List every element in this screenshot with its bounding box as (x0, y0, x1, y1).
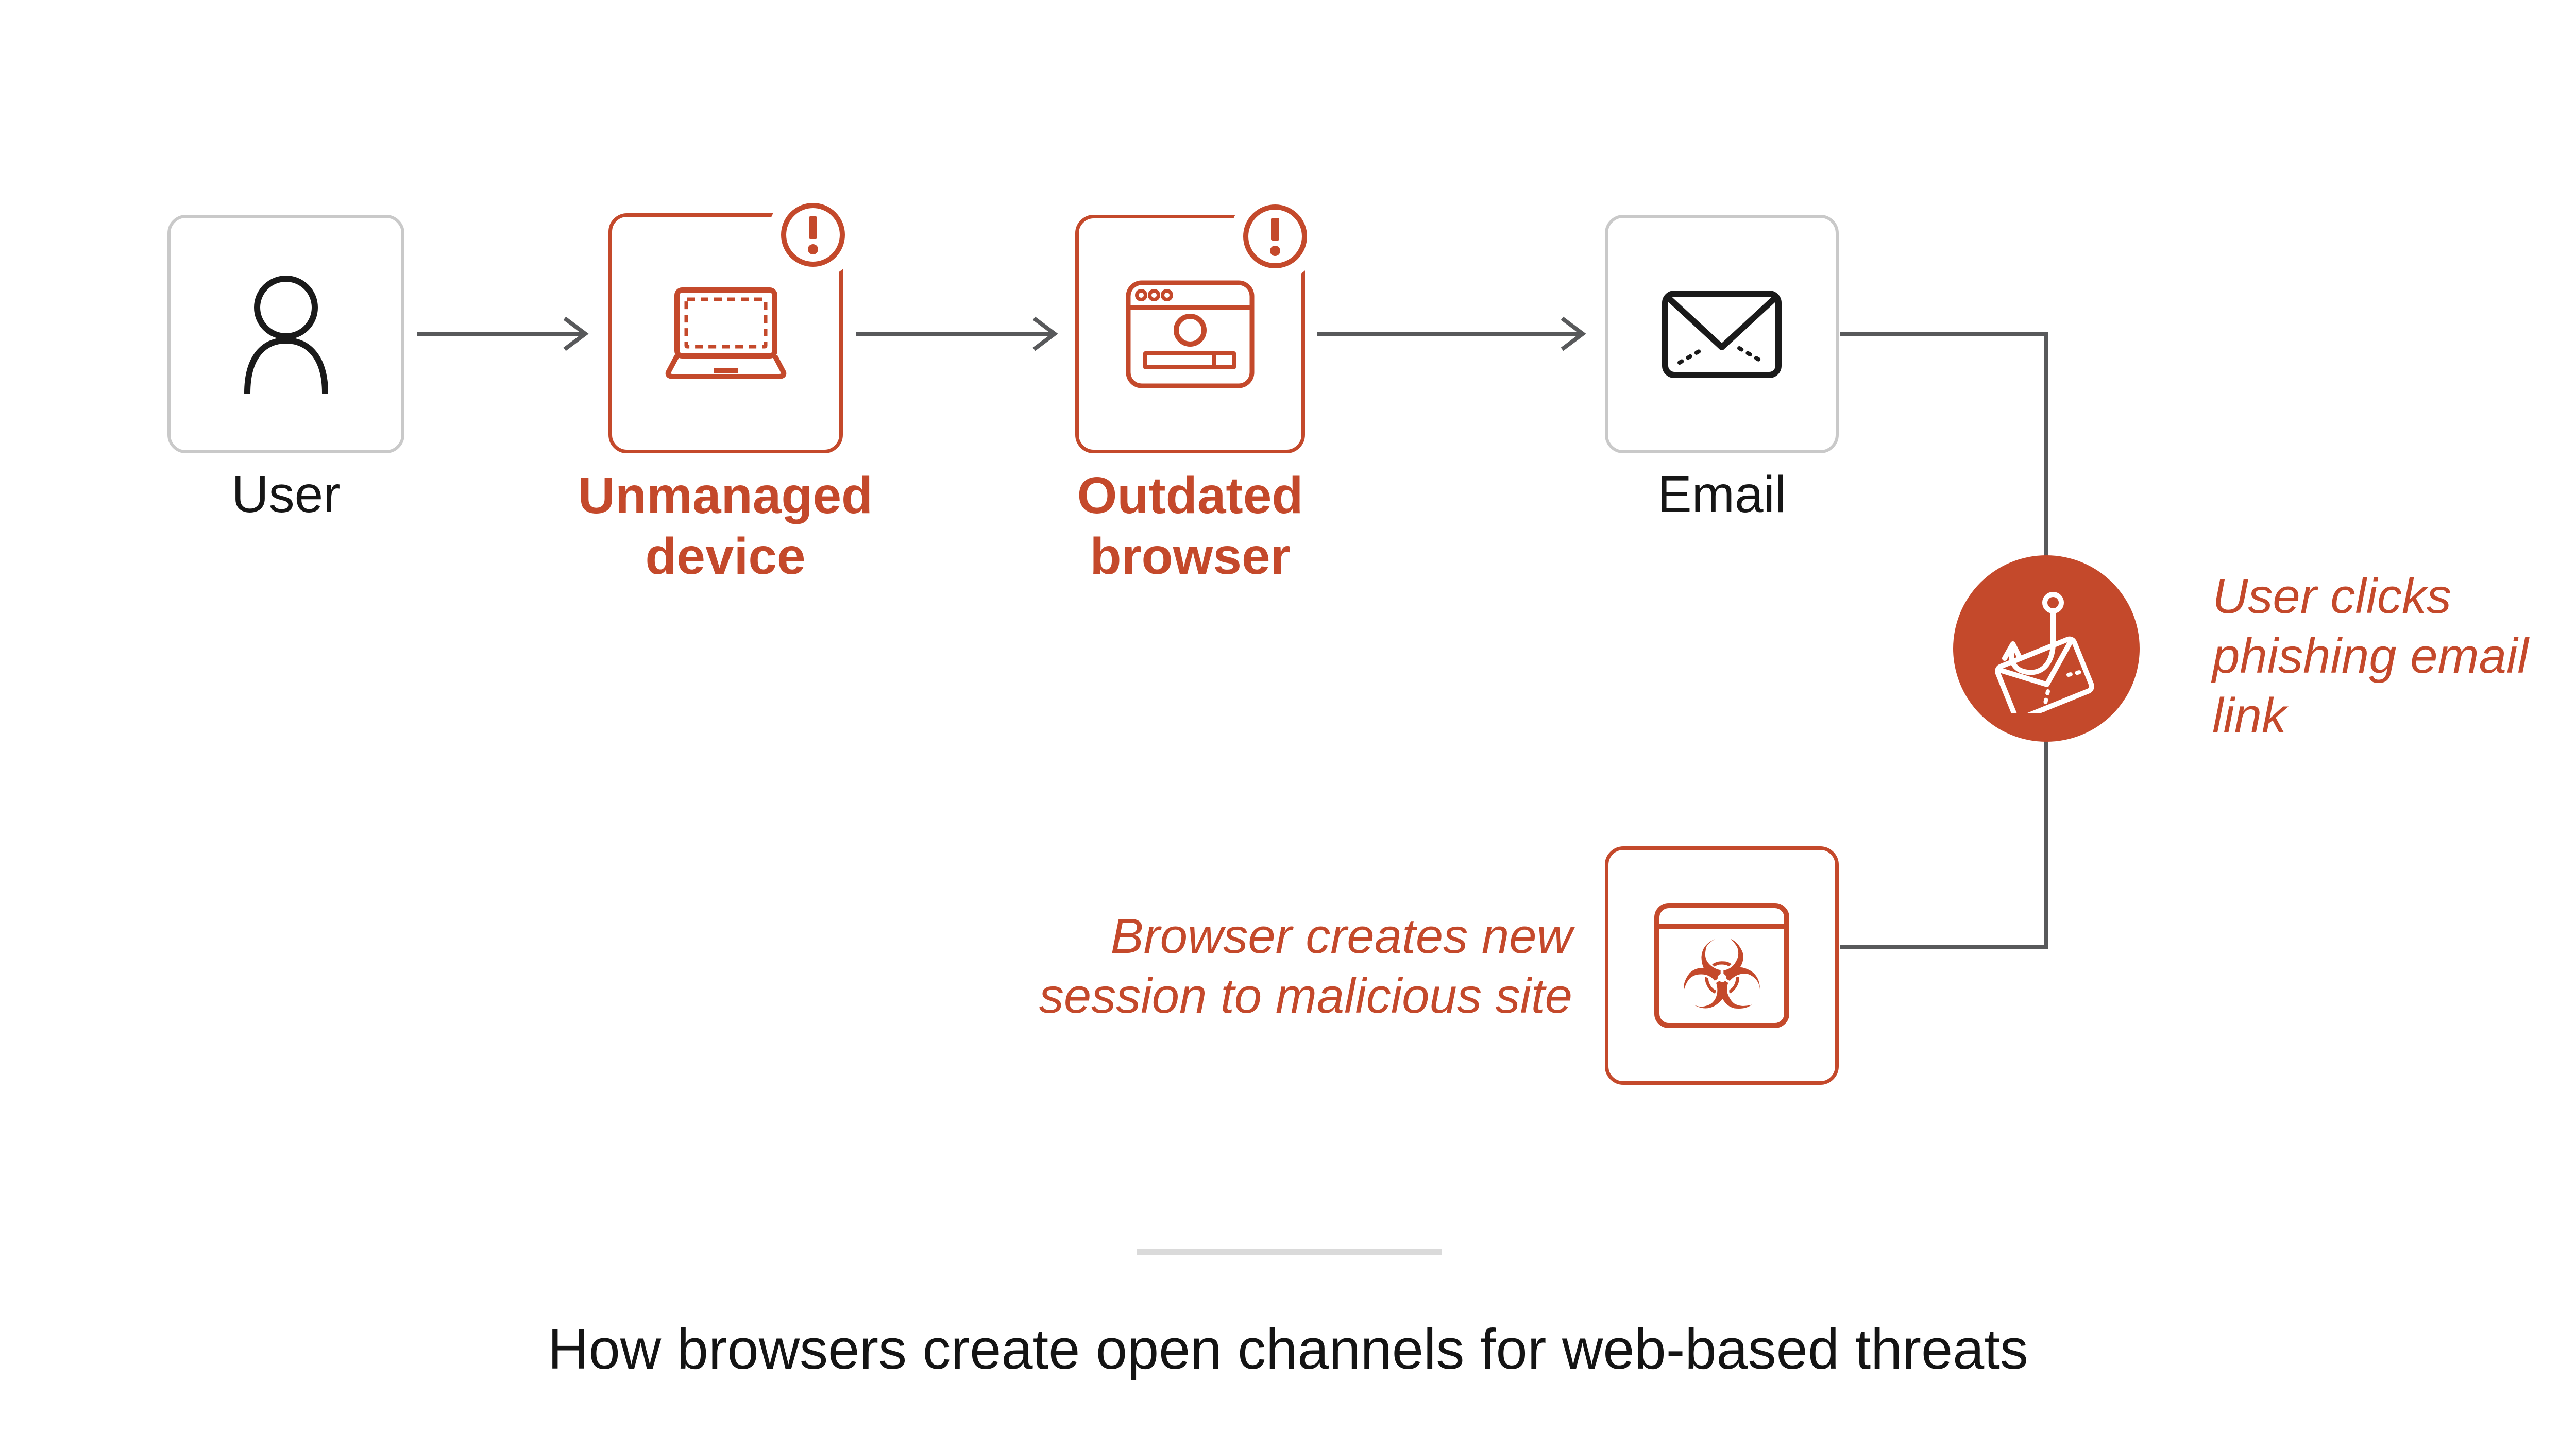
node-malicious-site: ☣ (1605, 846, 1839, 1085)
hooked-envelope-icon (1995, 592, 2094, 713)
node-label-email: Email (1657, 466, 1787, 523)
exclamation-mark (808, 216, 818, 254)
node-label-outdated-browser: Outdated browser (1077, 467, 1303, 585)
annotation-phishing-click: User clicks phishing email link (2212, 569, 2529, 744)
biohazard-icon: ☣ (1679, 920, 1765, 1031)
node-user (167, 215, 404, 453)
laptop-icon (665, 287, 786, 379)
arrow-browser-to-email (1317, 316, 1586, 351)
warning-exclamation-icon (1243, 204, 1307, 268)
node-label-unmanaged-device: Unmanaged device (578, 467, 873, 585)
annotation-malicious-session: Browser creates new session to malicious… (1039, 909, 1572, 1024)
node-label-user: User (231, 466, 341, 523)
envelope-icon (1662, 290, 1782, 378)
arrow-device-to-browser (856, 316, 1058, 351)
browser-chrome-line (1659, 924, 1784, 929)
caption-divider (1137, 1249, 1442, 1255)
person-icon (244, 275, 328, 394)
warning-exclamation-icon (781, 203, 845, 267)
node-outdated-browser (1075, 204, 1307, 453)
node-email (1605, 215, 1839, 453)
biohazard-browser-icon: ☣ (1654, 903, 1789, 1028)
phishing-event-circle (1953, 555, 2140, 742)
node-unmanaged-device (608, 203, 845, 453)
caption-title: How browsers create open channels for we… (548, 1318, 2028, 1381)
arrow-user-to-device (417, 316, 589, 351)
browser-window-icon (1126, 280, 1255, 388)
exclamation-mark (1270, 218, 1280, 256)
